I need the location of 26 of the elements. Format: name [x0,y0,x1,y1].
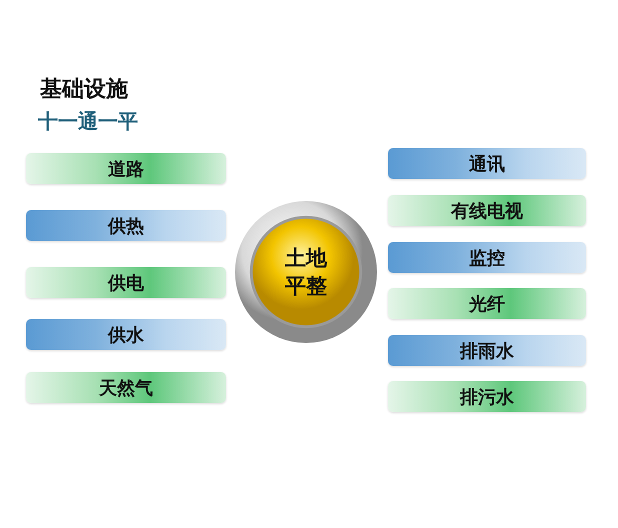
bar-label: 天然气 [99,376,153,400]
center-circle [234,200,378,344]
category-bar [26,210,226,241]
category-bar [388,242,586,273]
bar-label: 供水 [108,324,144,346]
bar-label: 供电 [108,272,144,294]
bar-label: 道路 [108,158,144,180]
category-bar [26,153,226,184]
category-bar [26,319,226,350]
bar-label: 有线电视 [451,200,523,222]
category-bar [388,381,586,412]
category-bar [26,372,226,403]
subtitle: 十一通一平 [38,110,138,135]
bar-label: 通讯 [469,152,505,176]
bar-label: 排污水 [460,386,514,408]
category-bar [388,195,586,226]
bar-label: 监控 [469,246,505,270]
category-bar [26,267,226,298]
category-bar [388,288,586,319]
circle-label: 土地平整 [284,244,328,300]
category-bar [388,335,586,366]
category-bar [388,148,586,179]
diagram-title: 基础设施 [40,75,128,103]
bar-label: 光纤 [469,292,505,316]
bar-label: 供热 [108,214,144,238]
bar-label: 排雨水 [460,340,514,362]
